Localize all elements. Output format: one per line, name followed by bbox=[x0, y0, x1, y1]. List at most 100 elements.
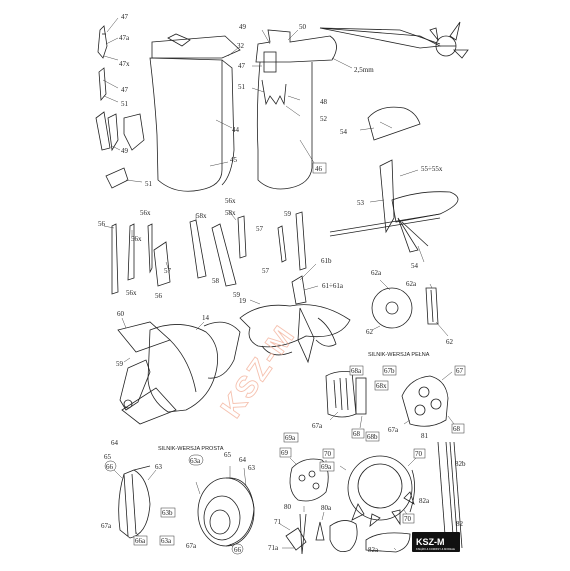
label-box-70-c bbox=[402, 513, 415, 524]
label: 62a bbox=[371, 269, 382, 277]
fuselage-part-32 bbox=[149, 33, 241, 192]
label: 82a bbox=[419, 497, 430, 505]
label: 46 bbox=[315, 165, 323, 173]
label: 63b bbox=[162, 509, 173, 517]
label: 63a bbox=[161, 537, 172, 545]
label: 70 bbox=[415, 450, 423, 458]
label: 47a bbox=[119, 34, 130, 42]
label-box-66-b bbox=[231, 543, 244, 555]
label: 68 bbox=[453, 425, 461, 433]
label: 60 bbox=[117, 310, 125, 318]
label: 80 bbox=[284, 503, 292, 511]
label: 69a bbox=[285, 434, 296, 442]
logo-background bbox=[412, 532, 460, 552]
label-box-68 bbox=[351, 428, 365, 439]
label: 59 bbox=[284, 210, 292, 218]
label: 66a bbox=[135, 537, 146, 545]
label: 52 bbox=[320, 115, 328, 123]
label: 64 bbox=[239, 456, 247, 464]
label: 70 bbox=[324, 450, 332, 458]
label: 19 bbox=[239, 297, 247, 305]
label: 51 bbox=[121, 100, 129, 108]
label-box-70-a bbox=[322, 448, 335, 459]
engine-cylinder-ring-70 bbox=[289, 455, 419, 527]
leader-lines-top-left bbox=[102, 17, 143, 183]
label-box-63a-b bbox=[188, 454, 204, 466]
label: 45 bbox=[230, 156, 238, 164]
label: 57 bbox=[256, 225, 264, 233]
part-labels: 47 47a 47x 47 51 49 51 49 50 32 47 51 48… bbox=[98, 13, 466, 554]
label: 67b bbox=[384, 367, 395, 375]
label-box-69a bbox=[283, 432, 299, 443]
label: 14 bbox=[202, 314, 210, 322]
label-box-63b bbox=[160, 507, 176, 518]
label: 66 bbox=[234, 546, 242, 554]
label: 67a bbox=[186, 542, 197, 550]
label: 58x bbox=[196, 212, 207, 220]
label: 82b bbox=[455, 460, 466, 468]
logo-tagline: KSIĄŻKI & KOMIKSY & MODELE bbox=[416, 546, 455, 551]
label: 59 bbox=[116, 360, 124, 368]
label: 47 bbox=[238, 62, 246, 70]
label: 61b bbox=[321, 257, 332, 265]
label: 67a bbox=[312, 422, 323, 430]
watermark: KSZ-M bbox=[215, 319, 302, 424]
label: 67a bbox=[388, 426, 399, 434]
landing-gear-assembly-60 bbox=[117, 317, 241, 425]
label: 57 bbox=[262, 267, 270, 275]
label: 53 bbox=[357, 199, 365, 207]
label: 56x bbox=[131, 235, 142, 243]
label: 44 bbox=[232, 126, 240, 134]
label-box-63a bbox=[159, 535, 175, 546]
label: 51 bbox=[238, 83, 246, 91]
label: 62 bbox=[366, 328, 374, 336]
label-box-69 bbox=[279, 447, 292, 458]
propeller-assembly-19 bbox=[239, 263, 351, 364]
fuselage-part-46 bbox=[251, 29, 337, 190]
parts-81-82-rods bbox=[437, 441, 463, 549]
label: 56 bbox=[98, 220, 106, 228]
label: 63a bbox=[190, 457, 201, 465]
label: 66 bbox=[106, 463, 114, 471]
part-54-cone bbox=[359, 106, 421, 141]
caption-simple-engine: SILNIK-WERSJA PROSTA bbox=[158, 446, 224, 452]
label-box-68x bbox=[374, 380, 389, 391]
label: 48 bbox=[320, 98, 328, 106]
label: 51 bbox=[145, 180, 153, 188]
label: 67a bbox=[101, 522, 112, 530]
label: 64 bbox=[111, 439, 119, 447]
label: 68x bbox=[376, 382, 387, 390]
wing-strut-assembly bbox=[319, 21, 469, 69]
label: 63 bbox=[155, 463, 163, 471]
label: 58 bbox=[212, 277, 220, 285]
part-47-group bbox=[95, 25, 145, 189]
label: 47 bbox=[121, 13, 129, 21]
label-box-70-b bbox=[413, 448, 426, 459]
struts-56-59 bbox=[103, 209, 307, 295]
caption-full-engine: SILNIK-WERSJA PEŁNA bbox=[368, 352, 430, 358]
label: 56x bbox=[225, 197, 236, 205]
label-box-69a-b bbox=[319, 461, 335, 472]
label: 2,5mm bbox=[354, 66, 374, 74]
label-box-68c bbox=[451, 423, 465, 434]
label: 56x bbox=[140, 209, 151, 217]
label-box-67 bbox=[454, 365, 466, 376]
logo-brand: KSZ-M bbox=[416, 537, 445, 547]
part-62-disks bbox=[371, 279, 449, 337]
label: 63 bbox=[248, 464, 256, 472]
label: 57 bbox=[164, 267, 172, 275]
label: 50 bbox=[299, 23, 307, 31]
label: 49 bbox=[239, 23, 247, 31]
label: 56x bbox=[126, 289, 137, 297]
label: 81 bbox=[421, 432, 429, 440]
engine-simple-version-a bbox=[113, 465, 157, 543]
label-box-46 bbox=[312, 162, 327, 174]
label: 70 bbox=[404, 515, 412, 523]
label: 65 bbox=[104, 453, 112, 461]
label: 54 bbox=[340, 128, 348, 136]
ksz-m-logo: KSZ-M KSIĄŻKI & KOMIKSY & MODELE bbox=[412, 532, 460, 552]
label-box-68a bbox=[349, 365, 364, 376]
label: 47 bbox=[121, 86, 129, 94]
